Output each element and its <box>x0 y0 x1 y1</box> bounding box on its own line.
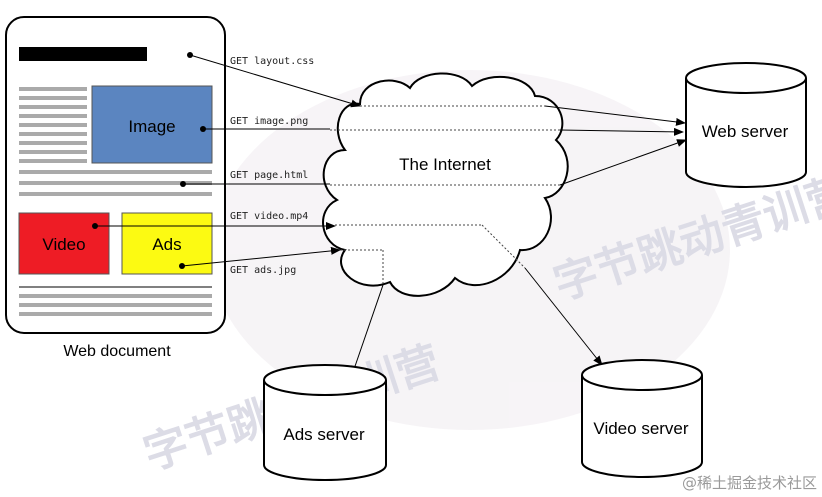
watermark-credit: @稀土掘金技术社区 <box>682 474 817 492</box>
arrow-page-server <box>559 139 687 186</box>
video-server-label: Video server <box>593 419 688 438</box>
ads-server-label: Ads server <box>283 425 365 444</box>
document-caption: Web document <box>63 343 171 360</box>
image-block-label: Image <box>128 117 175 136</box>
arrow-layout-css <box>189 54 361 108</box>
cloud-internal-paths <box>330 105 560 285</box>
web-server: Web server <box>685 62 807 188</box>
document-frame <box>5 16 226 334</box>
request-label-css: GET layout.css <box>230 56 314 67</box>
ads-block <box>121 212 213 275</box>
arrow-video-server <box>524 267 603 366</box>
request-label-page: GET page.html <box>230 170 308 181</box>
web-document: Image Video Ads Web document <box>5 16 226 360</box>
video-server: Video server <box>581 359 703 478</box>
ads-block-label: Ads <box>152 235 181 254</box>
internet-cloud: The Internet <box>322 72 569 297</box>
image-block <box>91 85 213 164</box>
cloud-label: The Internet <box>399 155 491 174</box>
video-block-label: Video <box>42 235 85 254</box>
request-dots <box>92 126 206 269</box>
arrow-image-server <box>559 127 684 136</box>
document-title-bar <box>19 47 147 61</box>
text-lines-bottom <box>19 294 212 316</box>
arrow-layout-css-server <box>544 105 686 126</box>
video-block <box>18 212 110 275</box>
arrow-ads-server <box>351 284 384 376</box>
request-label-image: GET image.png <box>230 116 308 127</box>
request-arrows <box>95 54 687 376</box>
request-label-ads: GET ads.jpg <box>230 265 296 276</box>
cloud-shape <box>322 72 569 297</box>
web-server-label: Web server <box>702 122 789 141</box>
ads-server: Ads server <box>263 364 387 481</box>
request-label-video: GET video.mp4 <box>230 211 308 222</box>
text-lines-top <box>19 87 212 196</box>
arrow-ads-left <box>181 246 341 267</box>
